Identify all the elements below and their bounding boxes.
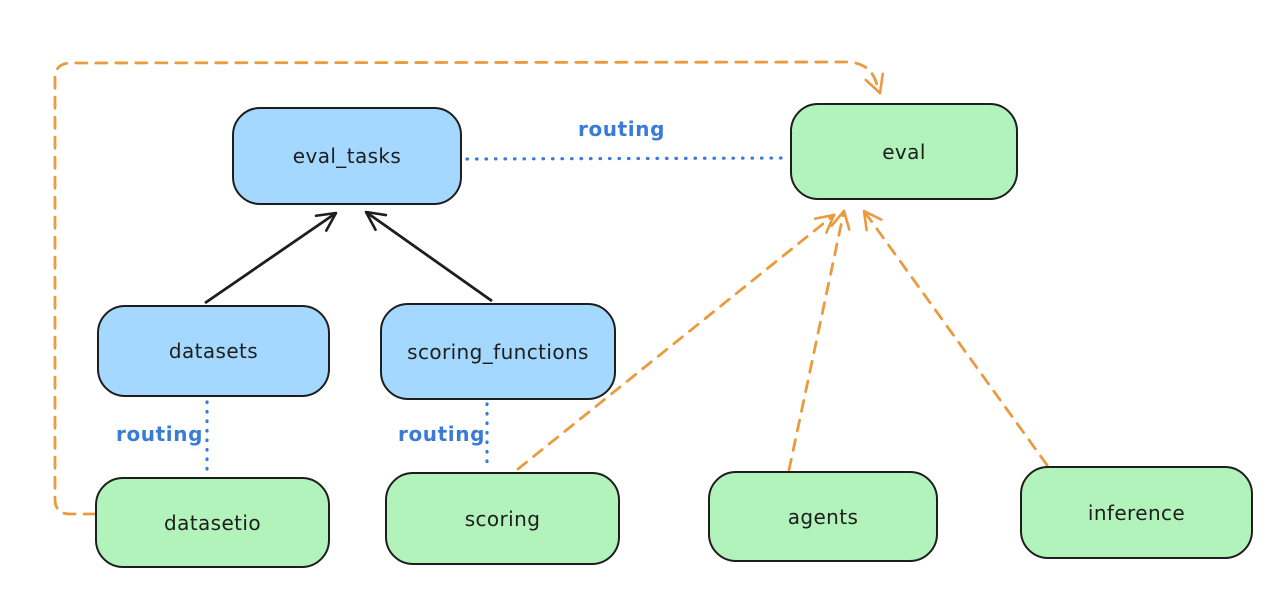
node-datasets-label: datasets [168, 339, 259, 363]
node-agents-label: agents [787, 504, 859, 529]
edge-scoring-functions-to-eval-tasks [364, 210, 493, 303]
edge-datasets-to-eval-tasks [204, 211, 338, 305]
edge-inference-to-eval [862, 209, 1049, 467]
node-agents: agents [708, 471, 938, 562]
node-inference: inference [1020, 466, 1253, 559]
node-datasetio: datasetio [95, 477, 330, 568]
node-datasets: datasets [97, 305, 330, 397]
edge-agents-to-eval [787, 209, 851, 472]
node-scoring-functions: scoring_functions [380, 303, 616, 400]
node-scoring-label: scoring [464, 506, 541, 531]
node-scoring: scoring [385, 472, 620, 565]
node-scoring-functions-label: scoring_functions [407, 339, 589, 364]
routing-label-scoring-functions-scoring: routing [398, 422, 486, 446]
node-eval-label: eval [882, 139, 926, 164]
routing-label-datasets-datasetio: routing [116, 422, 204, 446]
node-datasetio-label: datasetio [163, 510, 261, 535]
edge-datasetio-to-eval [53, 60, 885, 516]
edge-eval-tasks-to-eval-routing [465, 156, 788, 161]
node-inference-label: inference [1087, 500, 1186, 525]
routing-label-eval-tasks-eval: routing [578, 117, 666, 141]
node-eval: eval [790, 103, 1018, 200]
node-eval-tasks-label: eval_tasks [292, 144, 402, 168]
node-eval-tasks: eval_tasks [232, 107, 462, 205]
edge-scoring-to-eval [516, 213, 836, 471]
